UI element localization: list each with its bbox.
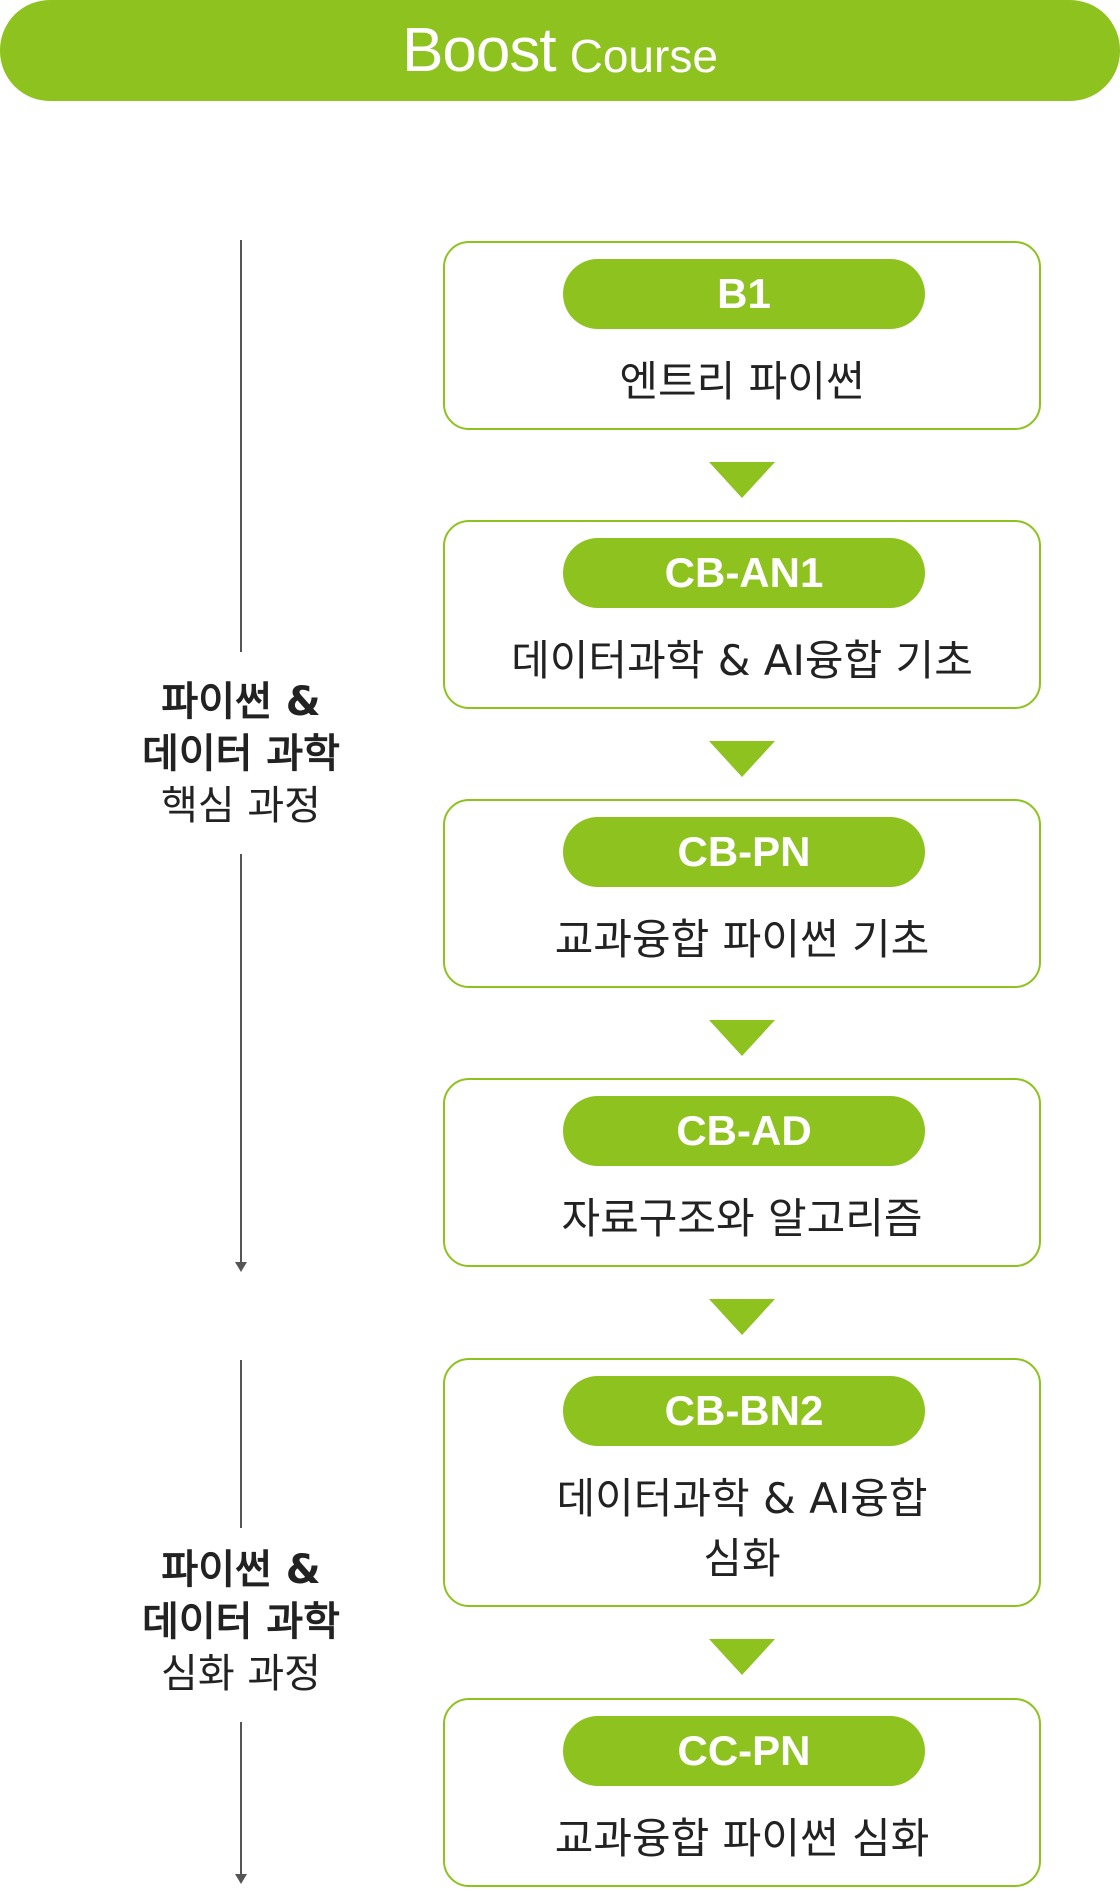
- section-core-label-line3: 핵심 과정: [161, 783, 321, 829]
- flow-arrow-icon: [709, 1020, 775, 1056]
- course-title-line1: 데이터과학 & AI융합: [556, 1474, 928, 1523]
- course-box-cb-an1: CB-AN1 데이터과학 & AI융합 기초: [443, 520, 1041, 709]
- section-core-label-line2: 데이터 과학: [142, 731, 340, 777]
- flow-arrow-icon: [709, 462, 775, 498]
- course-code-badge: CB-AD: [563, 1096, 925, 1166]
- brand-header: Boost Course: [0, 0, 1120, 101]
- course-box-cb-pn: CB-PN 교과융합 파이썬 기초: [443, 799, 1041, 988]
- section-advanced-line-top: [240, 1360, 242, 1528]
- course-title: 엔트리 파이썬: [619, 357, 865, 406]
- section-advanced-arrowhead-icon: [235, 1874, 247, 1884]
- section-core-arrowhead-icon: [235, 1262, 247, 1272]
- brand-logo-main: Boost: [402, 16, 557, 85]
- course-title: 자료구조와 알고리즘: [561, 1194, 923, 1243]
- section-core-line-top: [240, 240, 242, 652]
- section-advanced-label-line2: 데이터 과학: [142, 1599, 340, 1645]
- course-box-cb-bn2: CB-BN2 데이터과학 & AI융합 심화: [443, 1358, 1041, 1607]
- course-title-line2: 심화: [703, 1534, 781, 1583]
- flow-arrow-icon: [709, 1299, 775, 1335]
- course-title: 교과융합 파이썬 기초: [554, 915, 930, 964]
- course-box-cc-pn: CC-PN 교과융합 파이썬 심화: [443, 1698, 1041, 1887]
- section-advanced-label-line3: 심화 과정: [161, 1651, 321, 1697]
- course-title: 데이터과학 & AI융합 기초: [511, 636, 973, 685]
- course-code-badge: CC-PN: [563, 1716, 925, 1786]
- section-core-label: 파이썬 & 데이터 과학 핵심 과정: [100, 676, 382, 832]
- section-advanced-line-bottom: [240, 1722, 242, 1876]
- flow-arrow-icon: [709, 1639, 775, 1675]
- course-box-b1: B1 엔트리 파이썬: [443, 241, 1041, 430]
- section-core-label-line1: 파이썬 &: [161, 679, 321, 725]
- course-code-badge: B1: [563, 259, 925, 329]
- flow-arrow-icon: [709, 741, 775, 777]
- course-code-badge: CB-BN2: [563, 1376, 925, 1446]
- section-advanced-label: 파이썬 & 데이터 과학 심화 과정: [100, 1544, 382, 1700]
- brand-logo-sub: Course: [569, 29, 718, 82]
- section-advanced-label-line1: 파이썬 &: [161, 1547, 321, 1593]
- section-core-line-bottom: [240, 854, 242, 1264]
- course-code-badge: CB-AN1: [563, 538, 925, 608]
- course-code-badge: CB-PN: [563, 817, 925, 887]
- course-title: 교과융합 파이썬 심화: [554, 1814, 930, 1863]
- course-box-cb-ad: CB-AD 자료구조와 알고리즘: [443, 1078, 1041, 1267]
